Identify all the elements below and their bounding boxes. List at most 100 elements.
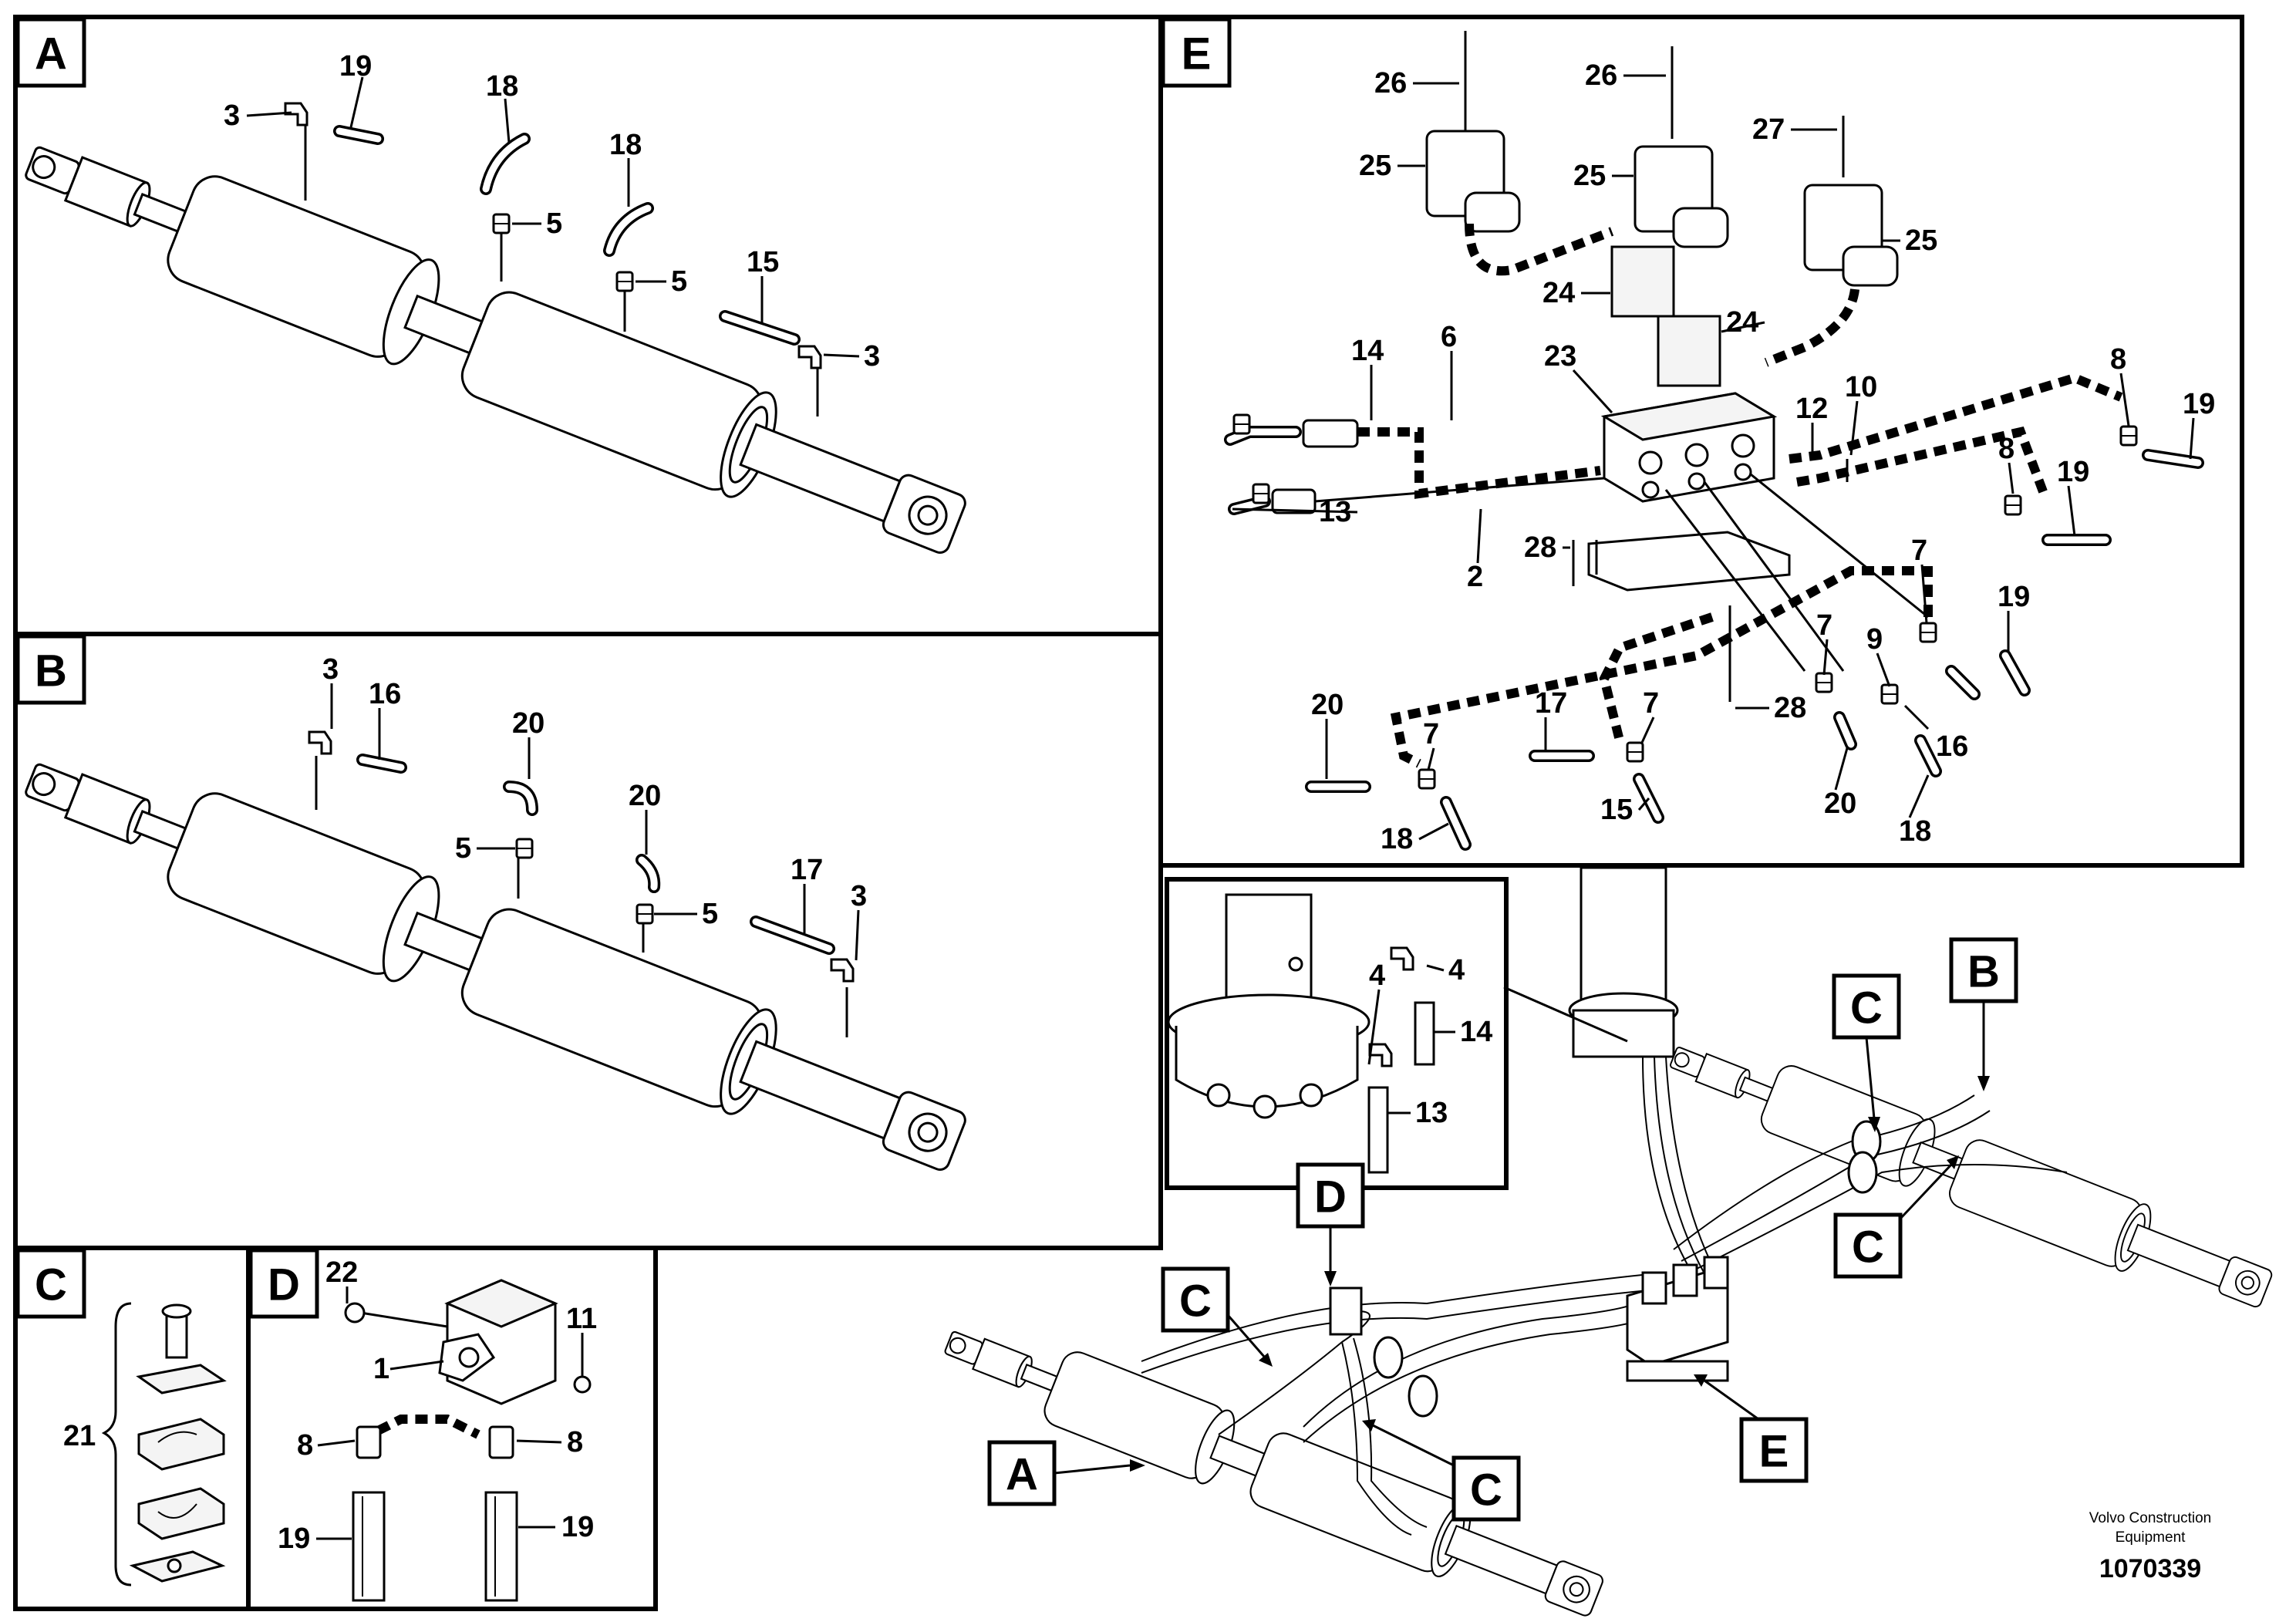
part-number: 15: [747, 246, 779, 278]
part-number: 5: [546, 207, 562, 240]
part-number: 25: [1359, 150, 1391, 182]
callout-e: E: [1694, 1374, 1809, 1483]
part-number: 4: [1369, 959, 1385, 992]
part-number: 7: [1643, 687, 1659, 720]
part-number: 2: [1467, 561, 1483, 593]
callout-a: A: [987, 1440, 1145, 1506]
part-number: 8: [567, 1426, 583, 1458]
part-number: 3: [322, 653, 339, 686]
part-number: 16: [369, 678, 401, 710]
brand-line-1: Volvo Construction: [2089, 1510, 2211, 1526]
part-number: 3: [864, 340, 880, 373]
svg-text:E: E: [1759, 1427, 1789, 1477]
panel-e-labels: 26 26 27 25 25 25 24 24 23 14 6 12 10 8 …: [1232, 59, 2215, 855]
part-number: 9: [1866, 623, 1883, 656]
panel-a-tag: A: [15, 17, 86, 88]
part-number: 19: [339, 50, 372, 83]
part-number: 14: [1460, 1016, 1492, 1048]
brand-line-2: Equipment: [2116, 1529, 2186, 1546]
part-number: 18: [1381, 823, 1413, 855]
svg-text:E: E: [1182, 29, 1212, 79]
panel-a-labels: 19 3 18 5 18 5 15 3: [224, 50, 880, 373]
part-number: 16: [1936, 730, 1968, 763]
part-number: 19: [561, 1511, 594, 1543]
panel-d-block: [344, 1279, 592, 1602]
part-number: 26: [1585, 59, 1617, 92]
svg-text:C: C: [1850, 983, 1883, 1034]
panel-b-fittings: [308, 730, 855, 1037]
part-number: 5: [702, 898, 718, 930]
callout-c-3: C: [1161, 1266, 1273, 1367]
part-number: 7: [1816, 609, 1832, 642]
svg-text:D: D: [1314, 1172, 1347, 1222]
part-number: 11: [566, 1303, 597, 1335]
part-number: 28: [1524, 531, 1556, 564]
panel-e-tag: E: [1161, 17, 1232, 88]
part-number: 8: [2110, 343, 2126, 376]
part-number: 20: [629, 780, 661, 812]
svg-text:B: B: [1967, 947, 2000, 997]
panel-a-fittings: [284, 102, 822, 416]
part-number: 7: [1911, 534, 1927, 567]
svg-text:A: A: [35, 29, 67, 79]
part-number: 3: [851, 880, 867, 912]
part-number: 18: [486, 70, 518, 103]
drawing-number: 1070339: [2099, 1554, 2201, 1583]
callout-b: B: [1949, 937, 2018, 1091]
part-number: 17: [1535, 687, 1567, 720]
panel-d-tag: D: [248, 1248, 319, 1319]
callout-d: D: [1296, 1162, 1365, 1286]
panel-d-frame: [246, 1246, 658, 1611]
part-number: 21: [63, 1420, 96, 1452]
part-number: 19: [278, 1523, 310, 1555]
part-number: 13: [1415, 1097, 1448, 1129]
part-number: 20: [1311, 689, 1344, 721]
panel-b-tag: B: [15, 634, 86, 705]
panel-e-frame: [1158, 15, 2244, 868]
callout-c-1: C: [1832, 973, 1901, 1132]
svg-text:A: A: [1006, 1450, 1038, 1500]
panel-e-hoses: [1224, 373, 2204, 851]
part-number: 24: [1726, 306, 1758, 339]
part-number: 8: [1998, 433, 2014, 465]
part-number: 20: [512, 707, 544, 740]
part-number: 14: [1351, 335, 1384, 367]
part-number: 8: [297, 1429, 313, 1462]
part-number: 12: [1795, 393, 1828, 425]
part-number: 6: [1441, 321, 1457, 353]
part-number: 17: [791, 854, 823, 886]
panel-d-labels: 22 11 1 8 8 19 19: [278, 1256, 597, 1555]
part-number: 18: [609, 129, 642, 161]
panel-e-valves: [1425, 31, 1899, 592]
panel-c-clamp-stack: [101, 1302, 227, 1587]
part-number: 26: [1374, 67, 1407, 99]
part-number: 18: [1899, 815, 1931, 848]
part-number: 22: [325, 1256, 358, 1289]
svg-text:C: C: [1470, 1465, 1502, 1516]
svg-text:C: C: [1179, 1276, 1212, 1327]
part-number: 20: [1824, 787, 1856, 820]
part-number: 10: [1845, 371, 1877, 403]
part-number: 5: [671, 265, 687, 298]
svg-text:C: C: [1852, 1222, 1884, 1273]
part-number: 4: [1448, 954, 1465, 986]
part-number: 19: [1998, 581, 2030, 613]
part-number: 15: [1600, 794, 1633, 826]
part-number: 25: [1573, 160, 1606, 192]
part-number: 24: [1542, 277, 1575, 309]
svg-text:B: B: [35, 646, 67, 696]
part-number: 28: [1774, 692, 1806, 724]
part-number: 5: [455, 832, 471, 865]
callout-c-4: C: [1362, 1419, 1521, 1522]
inset-swivel: [1167, 893, 1435, 1174]
part-number: 25: [1905, 224, 1937, 257]
panel-c-tag: C: [15, 1248, 86, 1319]
part-number: 1: [373, 1353, 389, 1385]
inset-labels: 4 4 14 13: [1367, 954, 1492, 1129]
part-number: 7: [1423, 718, 1439, 750]
part-number: 19: [2183, 388, 2215, 420]
part-number: 3: [224, 99, 240, 132]
panel-b-labels: 3 16 20 5 20 5 17 3: [322, 653, 867, 961]
part-number: 23: [1544, 340, 1576, 373]
